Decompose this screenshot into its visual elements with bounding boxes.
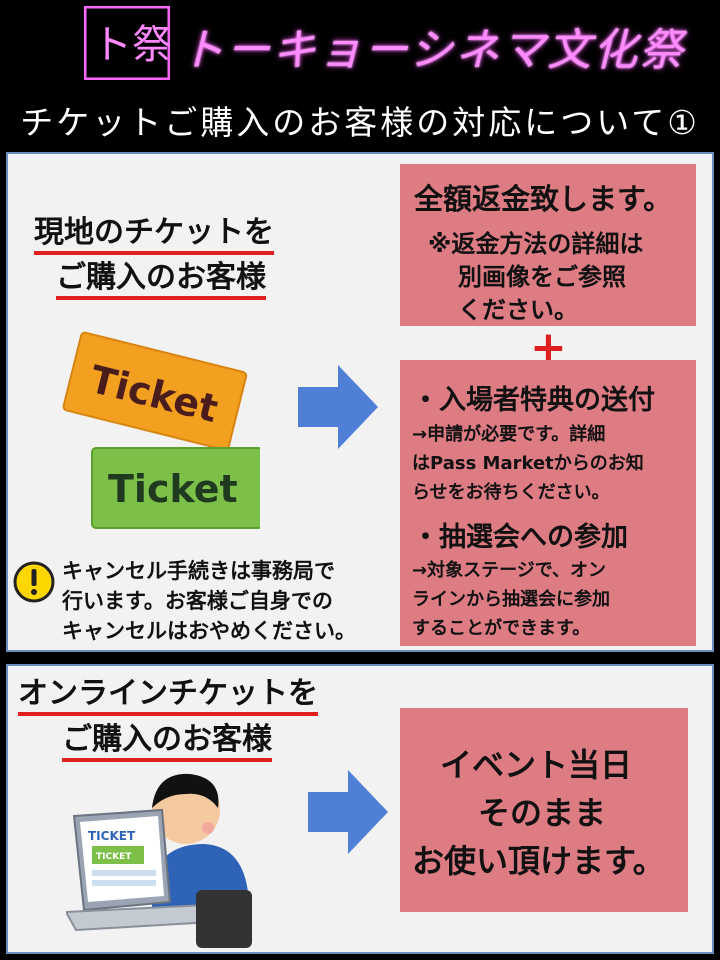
- svg-text:ト祭: ト祭: [92, 22, 170, 68]
- arrow-right-icon: [298, 365, 378, 449]
- warning-icon: [13, 561, 55, 603]
- brand-title: トーキョーシネマ文化祭: [180, 25, 686, 76]
- benefit-line-2: はPass Marketからのお知: [412, 453, 644, 474]
- lottery-title: ・抽選会への参加: [412, 522, 628, 553]
- online-message-box: [400, 708, 688, 912]
- refund-title: 全額返金致します。: [414, 182, 673, 216]
- lottery-line-1: →対象ステージで、オン: [412, 560, 607, 581]
- laptop-user-illustration: TICKET TICKET: [66, 773, 252, 948]
- online-heading-line2: ご購入のお客様: [62, 722, 272, 762]
- benefit-line-1: →申請が必要です。詳細: [412, 424, 606, 445]
- cancel-warning-line3: キャンセルはおやめください。: [62, 619, 356, 643]
- cancel-warning-line2: 行います。お客様ご自身での: [62, 589, 333, 613]
- online-heading-line1: オンラインチケットを: [18, 676, 318, 716]
- benefit-line-3: らせをお待ちください。: [412, 482, 610, 503]
- lottery-line-2: ラインから抽選会に参加: [412, 589, 610, 610]
- online-msg-3: お使い頂けます。: [412, 842, 665, 880]
- refund-note-2: 別画像をご参照: [458, 263, 626, 291]
- benefits-box: [400, 360, 696, 646]
- online-msg-2: そのまま: [478, 794, 607, 832]
- header-bar: [80, 0, 640, 85]
- lottery-line-3: することができます。: [412, 618, 591, 639]
- benefit-title: ・入場者特典の送付: [412, 385, 655, 416]
- laptop-ticket-text-2: TICKET: [96, 852, 132, 862]
- laptop-ticket-text: TICKET: [88, 829, 136, 843]
- refund-box: [400, 164, 696, 326]
- ticket-illustration: Ticket Ticket: [62, 331, 260, 529]
- cancel-warning-line1: キャンセル手続きは事務局で: [62, 559, 335, 583]
- page-subtitle: チケットご購入のお客様の対応について①: [20, 103, 700, 142]
- online-msg-1: イベント当日: [440, 746, 633, 784]
- refund-note-3: ください。: [458, 296, 578, 324]
- ticket-text-green: Ticket: [108, 467, 238, 511]
- onsite-heading-line2: ご購入のお客様: [56, 260, 266, 300]
- arrow-right-icon: [308, 770, 388, 854]
- refund-note-1: ※返金方法の詳細は: [428, 230, 644, 258]
- festival-logo-icon: ト祭: [84, 6, 170, 80]
- cancel-warning: キャンセル手続きは事務局で 行います。お客様ご自身での キャンセルはおやめくださ…: [62, 556, 356, 646]
- onsite-heading-line1: 現地のチケットを: [34, 215, 274, 255]
